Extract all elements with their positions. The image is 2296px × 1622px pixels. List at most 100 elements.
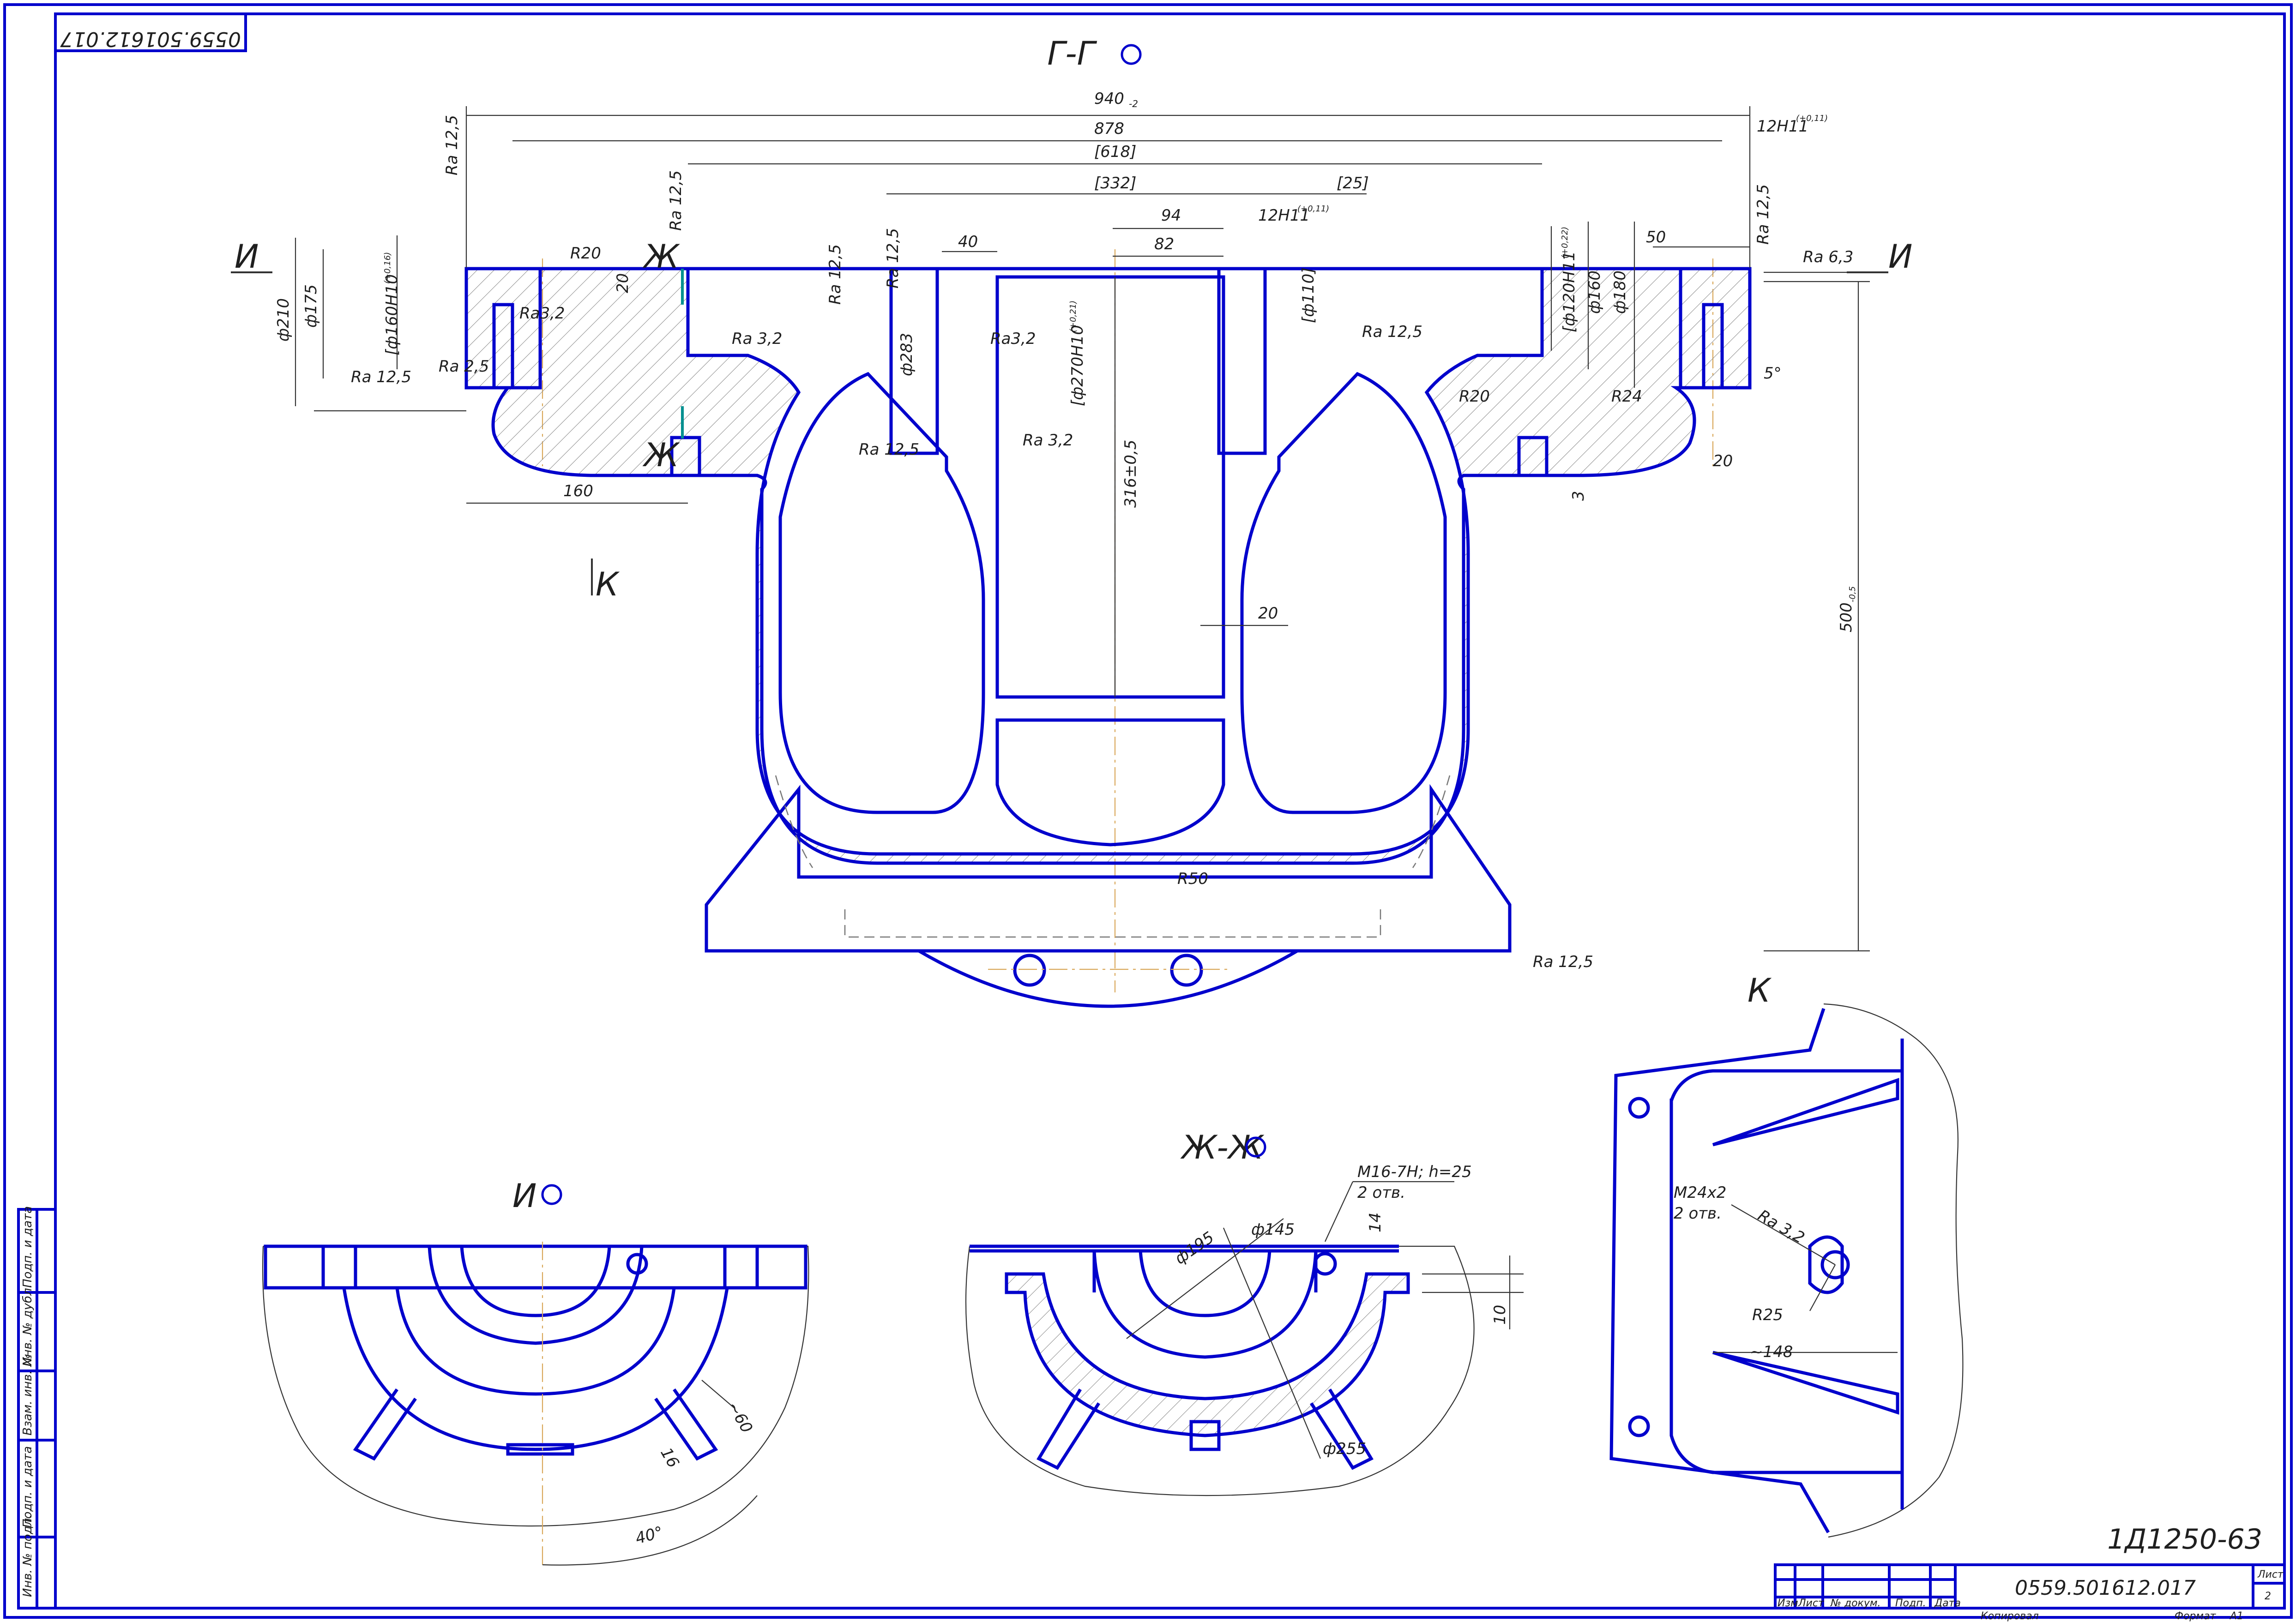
ra-32-shaft: Ra3,2 (990, 330, 1036, 348)
dim-phi120h11-tol: (+0,22) (1560, 227, 1570, 258)
dim-phi175: ф175 (302, 284, 320, 328)
ra-step-a: Ra 12,5 (826, 244, 844, 305)
dim-r24: R24 (1611, 387, 1642, 406)
ra-step-b: Ra 12,5 (884, 228, 902, 288)
dim-12h11-top: 12H11 (1258, 206, 1310, 225)
bottom-hole-left (1013, 954, 1046, 987)
dim-3: 3 (1569, 491, 1588, 501)
title-block: Изм Лист № докум. Подп. Дата 0559.501612… (1774, 1563, 2286, 1622)
dim-phi160: ф160 (1585, 270, 1604, 314)
tb-col-date: Дата (1934, 1598, 1961, 1609)
dim-20-wall: 20 (1258, 604, 1278, 623)
housing-base (705, 784, 1512, 953)
view-k-r25: R25 (1752, 1306, 1783, 1324)
ra-left-flange: Ra 12,5 (443, 115, 461, 175)
sheet-frame (3, 3, 2293, 1619)
dim-phi110: [ф110] (1299, 268, 1318, 324)
view-i-dim-60: ~60 (723, 1399, 756, 1436)
view-i: ~60 16 40° (262, 1242, 809, 1569)
marker-k: К (596, 565, 620, 603)
tb-col-list: Лист (1798, 1598, 1825, 1609)
tb-col-izm: Изм (1778, 1598, 1798, 1609)
right-cavity (1240, 372, 1447, 814)
view-title-zh: Ж-Ж (1180, 1129, 1265, 1166)
ra-25: Ra 2,5 (439, 357, 489, 376)
section-markers: И И Ж Ж К (231, 238, 1912, 603)
dim-phi160h10-tol: (+0,16) (383, 252, 392, 284)
side-strip-label-1: Инв. № подл. (21, 1514, 35, 1597)
view-title-main: Г-Г (1047, 35, 1097, 72)
view-k-thread: M24x2 (1674, 1183, 1726, 1202)
ra-right-flange: Ra 12,5 (1754, 184, 1772, 245)
tb-col-sign: Подп. (1895, 1598, 1926, 1609)
rotation-mark-icon (541, 1184, 562, 1205)
ra-base: Ra 12,5 (1533, 953, 1593, 971)
ra-32-left: Ra3,2 (519, 304, 565, 323)
dim-phi270h10: [ф270H10 (1068, 325, 1087, 406)
dim-878: 878 (1094, 120, 1124, 138)
dim-20-left: 20 (614, 273, 632, 293)
dim-phi210: ф210 (274, 298, 293, 342)
dim-phi120h11: [ф120H11 (1560, 251, 1579, 332)
view-zh-dim-14: 14 (1366, 1213, 1385, 1232)
ra-inner-pocket: Ra 12,5 (859, 440, 919, 459)
dim-160-bottom: 160 (563, 482, 593, 500)
tb-sheet-number: 2 (2265, 1591, 2271, 1602)
product-designation: 1Д1250-63 (2107, 1523, 2262, 1556)
dim-316: 316±0,5 (1121, 440, 1140, 508)
dim-618: [618] (1094, 143, 1136, 161)
tb-format-value: А1 (2229, 1610, 2243, 1622)
tb-col-doc: № докум. (1830, 1598, 1880, 1609)
tb-designation: 0559.501612.017 (2015, 1576, 2196, 1600)
view-zh: M16-7H; h=25 2 отв. ф195 ф145 ф255 14 10 (965, 1163, 1524, 1496)
marker-zh-top: Ж (642, 238, 680, 276)
ra-63: Ra 6,3 (1803, 248, 1853, 266)
view-k-dim-148: ~148 (1750, 1343, 1793, 1361)
view-zh-phi195: ф195 (1171, 1228, 1217, 1268)
marker-i-right: И (1888, 238, 1912, 276)
dim-angle5: 5° (1764, 364, 1782, 383)
marker-zh-bottom: Ж (642, 436, 680, 474)
bottom-flange (918, 949, 1298, 1008)
view-i-dim-16: 16 (657, 1445, 682, 1471)
dimensions-main: 940 -2 878 [618] [332] [25] 94 82 40 12H… (274, 90, 1870, 952)
housing-outline (464, 267, 1752, 865)
side-strip-label-4: Инв. № дубл. (21, 1284, 35, 1366)
bottom-hole-right (1170, 954, 1203, 987)
code-stamp: 0559.501612.017 (54, 12, 247, 52)
tb-sheet-label: Лист (2257, 1569, 2284, 1580)
dim-12h11-right: 12H11 (1757, 117, 1808, 136)
dim-94: 94 (1161, 206, 1181, 225)
dim-20-right: 20 (1713, 452, 1733, 470)
dim-332: [332] (1094, 174, 1136, 192)
tb-copied-label: Копировал (1981, 1610, 2039, 1622)
dim-phi180: ф180 (1611, 270, 1629, 314)
rotation-mark-icon (1121, 44, 1142, 65)
dim-50: 50 (1646, 228, 1666, 246)
rotation-mark-icon (1245, 1136, 1266, 1158)
ra-top-inner: Ra 12,5 (667, 170, 685, 231)
dim-12h11-top-tol: (+0,11) (1297, 204, 1329, 214)
view-title-i: И (512, 1177, 536, 1215)
center-cavity (995, 275, 1225, 699)
dim-phi283: ф283 (898, 333, 916, 376)
dim-12h11-right-tol: (+0,11) (1796, 114, 1828, 123)
code-stamp-text: 0559.501612.017 (60, 27, 241, 51)
view-title-k: К (1748, 972, 1772, 1009)
side-strip-label-3: Взам. инв. № (21, 1354, 35, 1436)
left-cavity (778, 372, 985, 814)
tb-format-label: Формат (2175, 1610, 2216, 1622)
dim-r20-b: R20 (1459, 387, 1490, 406)
dim-r20-a: R20 (570, 244, 601, 263)
roughness-marks: Ra 12,5 Ra 12,5 Ra 12,5 Ra 12,5 Ra 12,5 … (351, 115, 1853, 971)
view-k-ra32: Ra 3,2 (1755, 1206, 1808, 1247)
view-i-angle-40: 40° (633, 1523, 665, 1548)
view-k-holes: 2 отв. (1674, 1204, 1722, 1223)
dim-940: 940 (1094, 90, 1124, 108)
dim-500: 500 (1837, 602, 1856, 632)
view-k: M24x2 2 отв. Ra 3,2 R25 ~148 (1609, 1003, 1964, 1538)
dim-82: 82 (1154, 235, 1174, 253)
dim-940-tol: -2 (1129, 98, 1138, 109)
view-zh-phi145: ф145 (1251, 1220, 1295, 1239)
